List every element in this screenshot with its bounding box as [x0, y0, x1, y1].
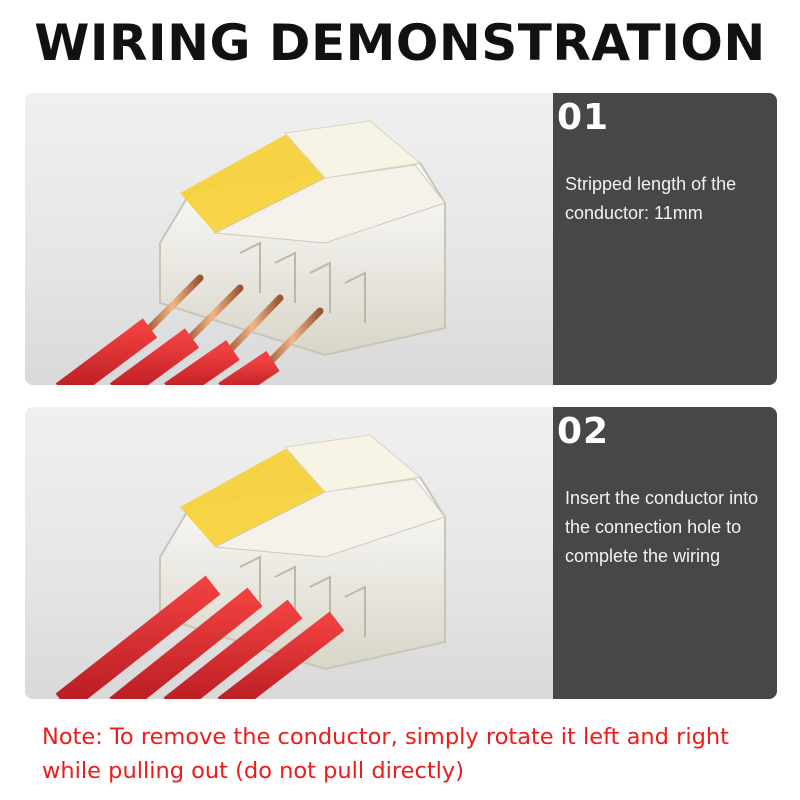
- step-2-description: Insert the conductor into the connection…: [565, 488, 759, 566]
- step-2-panel: 02 Insert the conductor into the connect…: [553, 407, 777, 699]
- page-title: WIRING DEMONSTRATION: [34, 14, 766, 72]
- step-card-1: 01 Stripped length of the conductor: 11m…: [25, 93, 777, 385]
- step-1-photo: [25, 93, 553, 385]
- step-1-description: Stripped length of the conductor: 11mm: [565, 174, 737, 223]
- step-1-panel: 01 Stripped length of the conductor: 11m…: [553, 93, 777, 385]
- removal-note: Note: To remove the conductor, simply ro…: [42, 724, 729, 784]
- step-card-2: 02 Insert the conductor into the connect…: [25, 407, 777, 699]
- connector-inserted-wires-image: [55, 434, 446, 699]
- connector-stripped-wires-image: [55, 120, 446, 385]
- step-2-photo: [25, 407, 553, 699]
- step-2-number: 02: [557, 411, 610, 452]
- step-1-number: 01: [557, 97, 610, 138]
